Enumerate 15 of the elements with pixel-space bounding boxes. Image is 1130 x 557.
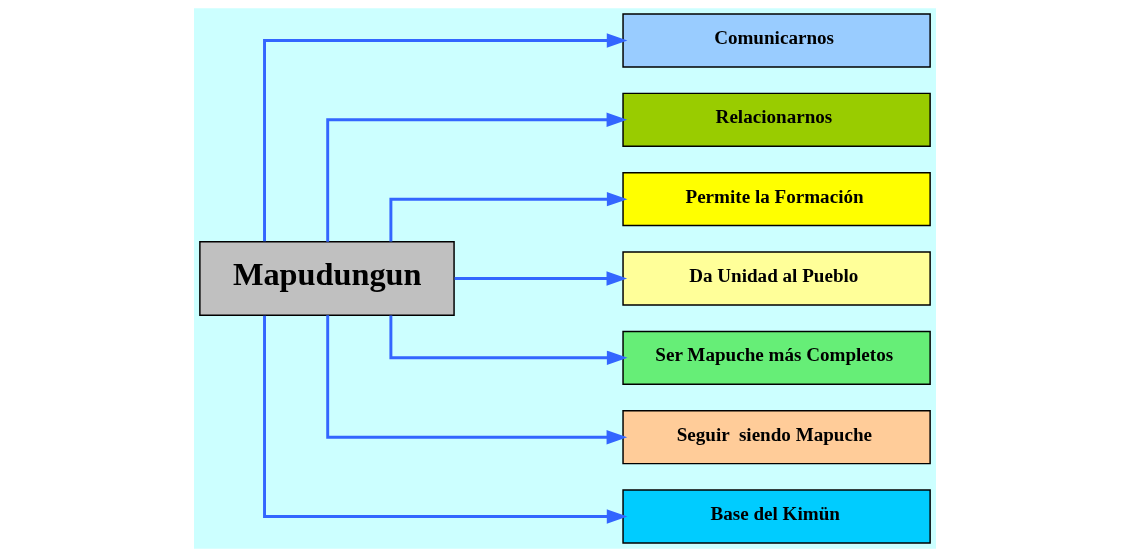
node-box: Relacionarnos [622,92,931,147]
node-box: Mapudungun [199,241,455,316]
arrow [454,271,628,286]
node-box: Seguir siendo Mapuche [622,410,931,465]
arrow [263,315,628,524]
node-box: Permite la Formación [622,171,931,227]
arrow [389,315,628,366]
arrow [389,191,628,242]
arrow [326,315,628,445]
node-box: Ser Mapuche más Completos [622,330,931,386]
arrow [326,112,628,242]
node-box: Da Unidad al Pueblo [622,251,931,306]
node-box: Comunicarnos [622,13,931,68]
arrow [263,33,628,242]
node-box: Base del Kimün [622,489,931,544]
